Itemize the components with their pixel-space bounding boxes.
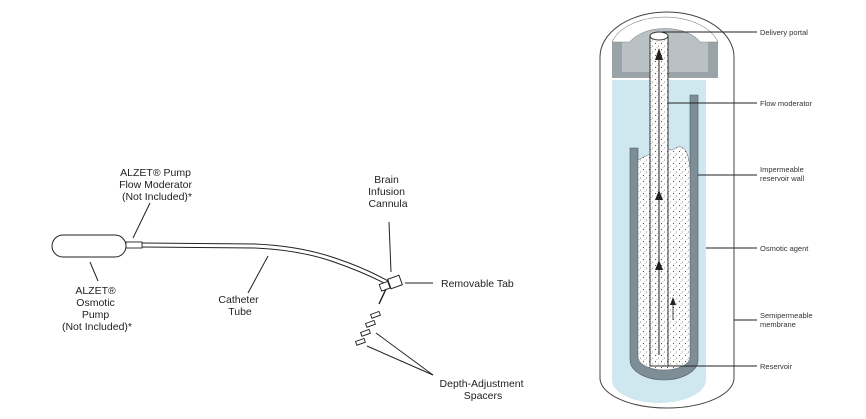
removable-tab-shape: [378, 280, 391, 292]
flow-moderator-label: ALZET® Pump Flow Moderator (Not Included…: [119, 167, 195, 203]
reservoir-label: Reservoir: [760, 362, 793, 371]
brain-infusion-kit-diagram: ALZET® Pump Flow Moderator (Not Included…: [51, 167, 527, 402]
flow-moderator-shape: [125, 241, 143, 249]
catheter-tube-label: Catheter Tube: [218, 294, 261, 318]
osmotic-pump-cross-section: Delivery portal Flow moderator Impermeab…: [599, 11, 815, 409]
removable-tab-label: Removable Tab: [441, 278, 514, 290]
delivery-portal-label: Delivery portal: [760, 28, 808, 37]
flow-moderator-right-label: Flow moderator: [760, 99, 813, 108]
osmotic-agent-label: Osmotic agent: [760, 244, 809, 253]
cannula-head-shape: [387, 274, 403, 290]
cannula-needle-shape: [378, 288, 387, 305]
osmotic-pump-shape: [51, 234, 127, 258]
depth-spacers-shape: [354, 310, 381, 346]
spacers-label: Depth-Adjustment Spacers: [440, 378, 527, 402]
brain-cannula-label: Brain Infusion Cannula: [368, 174, 408, 210]
osmotic-pump-label: ALZET® Osmotic Pump (Not Included)*: [62, 285, 132, 333]
impermeable-wall-label: Impermeable reservoir wall: [760, 165, 806, 183]
catheter-tube-shape: [141, 242, 389, 282]
semipermeable-label: Semipermeable membrane: [760, 311, 815, 329]
